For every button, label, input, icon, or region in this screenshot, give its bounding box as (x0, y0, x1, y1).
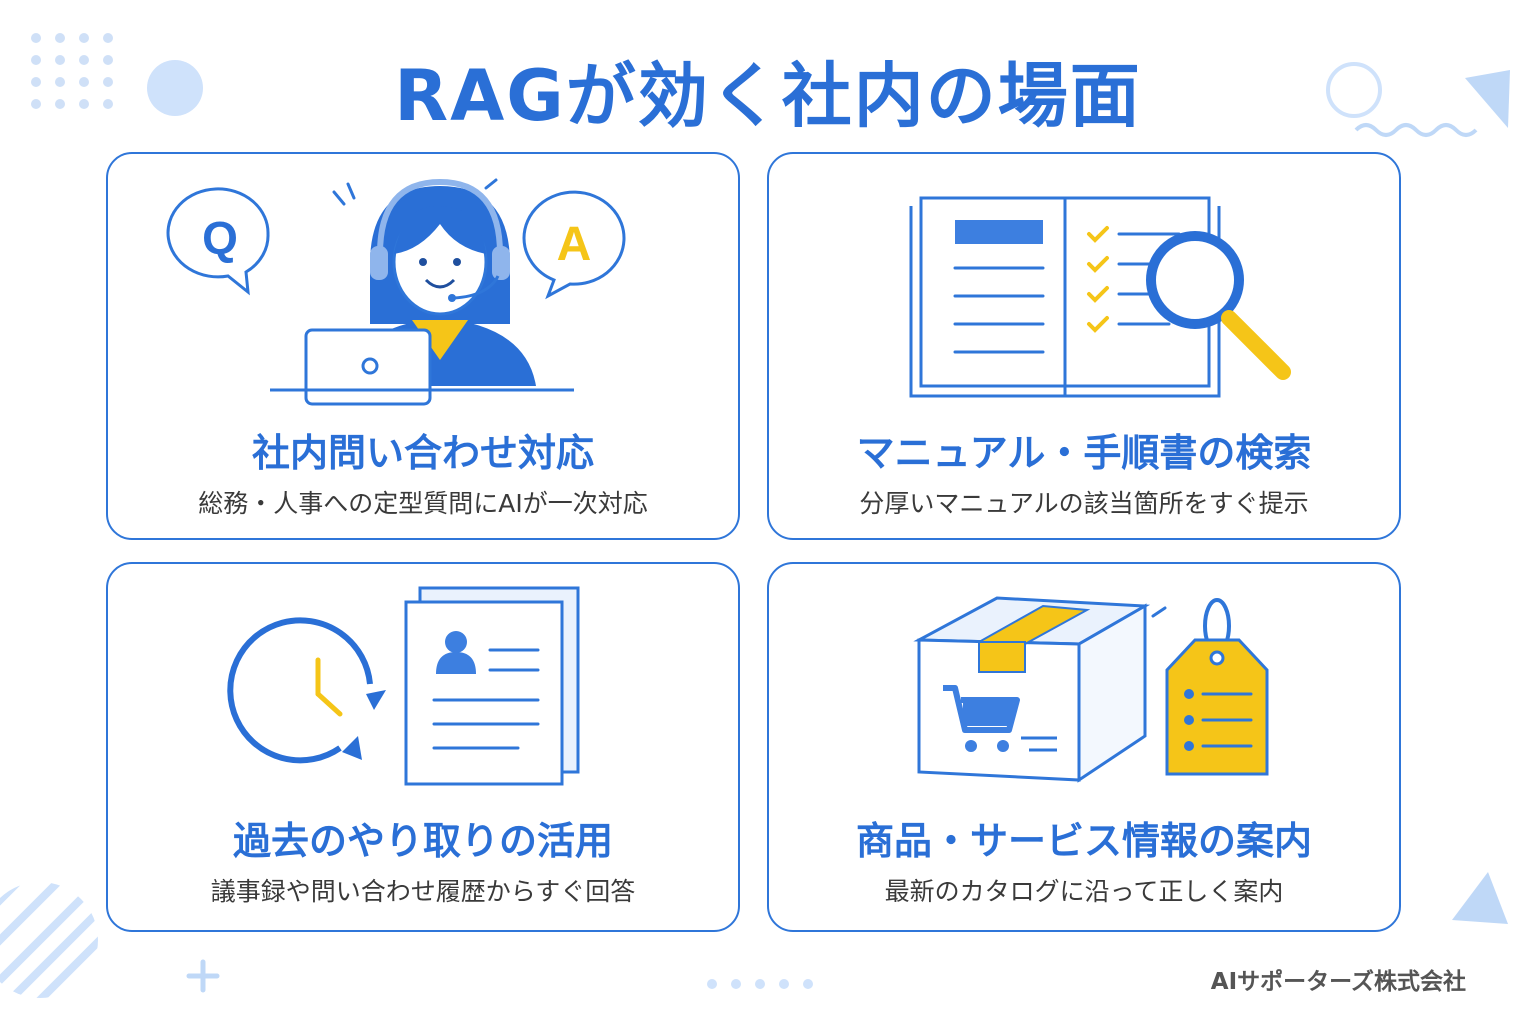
card-description: 議事録や問い合わせ履歴からすぐ回答 (210, 877, 636, 906)
price-tag-icon (1165, 598, 1269, 776)
triangle-decoration (1465, 70, 1510, 128)
card-title: 社内問い合わせ対応 (251, 431, 594, 475)
cart-icon (943, 685, 1057, 752)
card-title: マニュアル・手順書の検索 (856, 431, 1312, 475)
dot-grid-decoration (31, 33, 113, 109)
company-name: AIサポーターズ株式会社 (1210, 969, 1466, 995)
card-manual-search: マニュアル・手順書の検索 分厚いマニュアルの該当箇所をすぐ提示 (767, 152, 1401, 540)
magnifier-icon (1146, 231, 1291, 380)
manual-search-illustration (909, 196, 1291, 398)
a-bubble-icon: A (522, 190, 626, 300)
circle-decoration (147, 60, 203, 116)
triangle-decoration-bottom (1452, 872, 1508, 924)
card-product-info: 商品・サービス情報の案内 最新のカタログに沿って正しく案内 (767, 562, 1401, 932)
laptop-icon (270, 328, 574, 406)
card-inquiry-support: Q A (106, 152, 740, 540)
history-illustration (227, 586, 580, 786)
a-letter: A (557, 218, 592, 271)
ring-decoration (1326, 62, 1382, 118)
q-letter: Q (202, 212, 238, 264)
q-bubble-icon: Q (166, 187, 270, 296)
wave-decoration (1354, 123, 1478, 137)
card-description: 総務・人事への定型質問にAIが一次対応 (198, 489, 648, 518)
card-title: 過去のやり取りの活用 (232, 819, 613, 863)
card-title: 商品・サービス情報の案内 (855, 819, 1312, 863)
plus-decoration (186, 959, 220, 993)
document-icon (404, 586, 580, 786)
card-description: 最新のカタログに沿って正しく案内 (884, 877, 1284, 906)
sparkle-icon (332, 178, 498, 206)
card-past-history: 過去のやり取りの活用 議事録や問い合わせ履歴からすぐ回答 (106, 562, 740, 932)
dot-row-decoration (707, 979, 813, 989)
support-agent-illustration: Q A (166, 178, 626, 406)
card-description: 分厚いマニュアルの該当箇所をすぐ提示 (859, 489, 1309, 518)
product-info-illustration (913, 596, 1269, 783)
history-clock-icon (227, 617, 386, 764)
page-title: RAGが効く社内の場面 (394, 55, 1142, 137)
striped-circle-decoration (0, 882, 98, 998)
